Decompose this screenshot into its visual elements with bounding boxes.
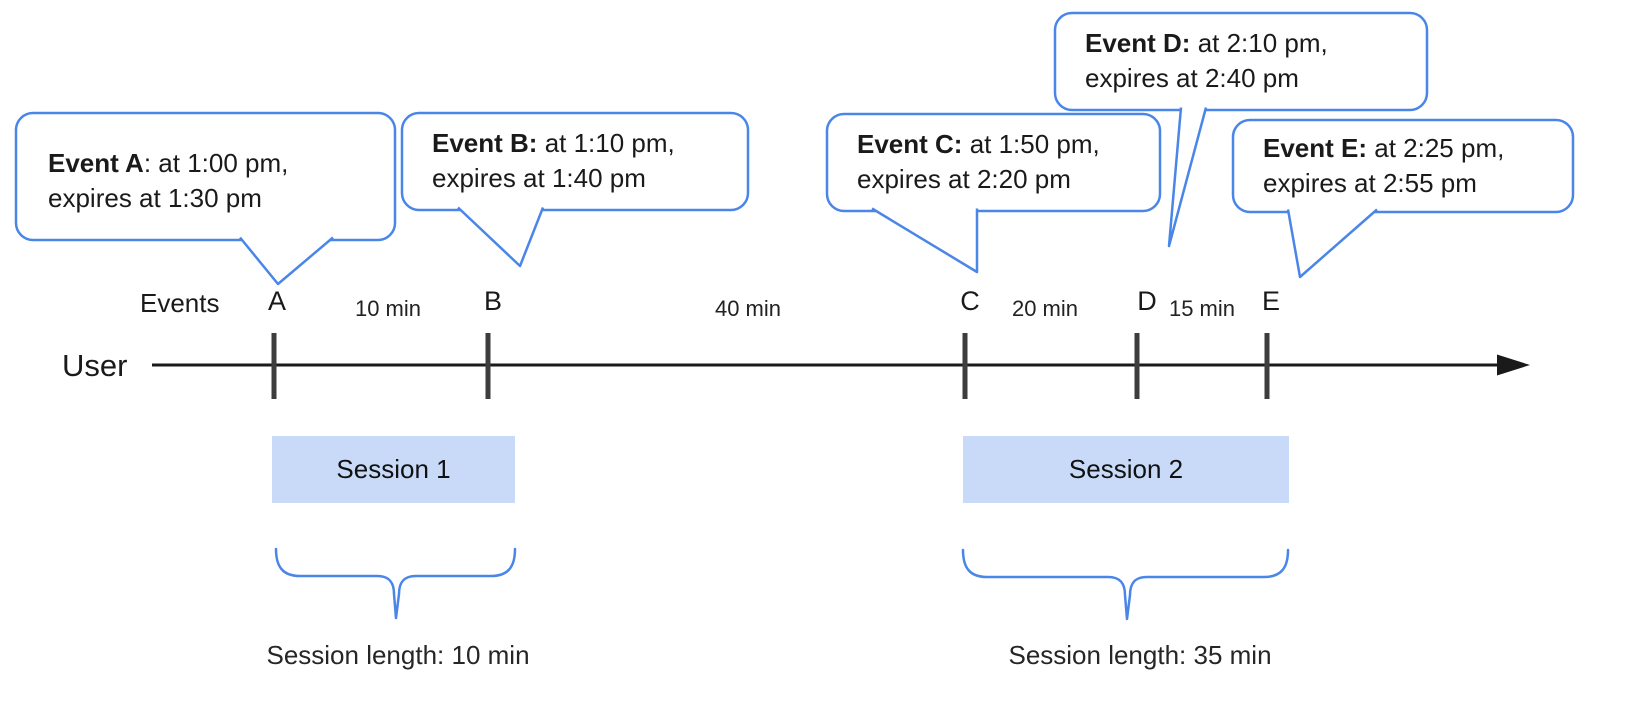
speech-bubble-event-b-line2: expires at 1:40 pm xyxy=(432,163,646,193)
speech-bubble-e-shape xyxy=(1231,118,1575,214)
session-2-brace xyxy=(961,548,1290,621)
speech-bubble-c-shape xyxy=(825,112,1162,213)
events-axis-label: Events xyxy=(140,288,220,318)
speech-bubble-event-d-line2: expires at 2:40 pm xyxy=(1085,63,1299,93)
event-b-title: Event B: xyxy=(432,128,538,158)
speech-bubble-event-c-line2: expires at 2:20 pm xyxy=(857,164,1071,194)
event-a-time: : at 1:00 pm, xyxy=(143,148,289,178)
speech-bubble-c-tail xyxy=(871,207,979,274)
interval-label-cd: 20 min xyxy=(1011,296,1079,321)
interval-label-ab: 10 min xyxy=(354,296,422,321)
tick-label-c: C xyxy=(960,286,980,316)
speech-bubble-event-e-line2: expires at 2:55 pm xyxy=(1263,168,1477,198)
tick-label-a: A xyxy=(267,286,287,316)
event-c-title: Event C: xyxy=(857,129,963,159)
session-1-length-label: Session length: 10 min xyxy=(266,640,530,670)
event-tick-e xyxy=(1264,333,1270,399)
speech-bubble-event-c: Event C: at 1:50 pm, xyxy=(857,127,1100,162)
speech-bubble-d-tail xyxy=(1167,107,1208,248)
event-b-time: at 1:10 pm, xyxy=(537,128,675,158)
speech-bubble-event-a-line2: expires at 1:30 pm xyxy=(48,183,262,213)
session-2-label: Session 2 xyxy=(1068,454,1184,484)
event-c-time: at 1:50 pm, xyxy=(962,129,1100,159)
session-2-length-label: Session length: 35 min xyxy=(1008,640,1272,670)
event-tick-a xyxy=(271,333,277,399)
event-tick-d xyxy=(1134,333,1140,399)
event-tick-b xyxy=(485,333,491,399)
speech-bubble-d-shape xyxy=(1053,11,1429,112)
session-2-box: Session 2 xyxy=(963,436,1289,503)
session-1-box: Session 1 xyxy=(272,436,515,503)
speech-bubble-a-tail xyxy=(239,236,334,286)
speech-bubble-event-a: Event A: at 1:00 pm, xyxy=(48,146,288,181)
speech-bubble-b-shape xyxy=(400,111,750,212)
event-tick-c xyxy=(962,333,968,399)
speech-bubble-event-b: Event B: at 1:10 pm, xyxy=(432,126,675,161)
session-1-label: Session 1 xyxy=(336,454,451,484)
session-1-brace xyxy=(274,547,517,620)
event-d-title: Event D: xyxy=(1085,28,1191,58)
event-e-title: Event E: xyxy=(1263,133,1368,163)
event-e-time: at 2:25 pm, xyxy=(1367,133,1505,163)
speech-bubble-event-e: Event E: at 2:25 pm, xyxy=(1263,131,1504,166)
arrowhead-icon xyxy=(1497,354,1530,376)
tick-label-e: E xyxy=(1261,286,1281,316)
speech-bubble-e-tail xyxy=(1286,208,1378,279)
event-a-title: Event A xyxy=(48,148,144,178)
speech-bubble-b-tail xyxy=(457,206,545,268)
interval-label-de: 15 min xyxy=(1168,296,1236,321)
tick-label-b: B xyxy=(483,286,503,316)
tick-label-d: D xyxy=(1137,286,1157,316)
user-axis-label: User xyxy=(62,348,128,383)
event-d-time: at 2:10 pm, xyxy=(1190,28,1328,58)
speech-bubble-event-d: Event D: at 2:10 pm, xyxy=(1085,26,1328,61)
interval-label-bc: 40 min xyxy=(714,296,782,321)
speech-bubble-a-shape xyxy=(14,111,397,242)
